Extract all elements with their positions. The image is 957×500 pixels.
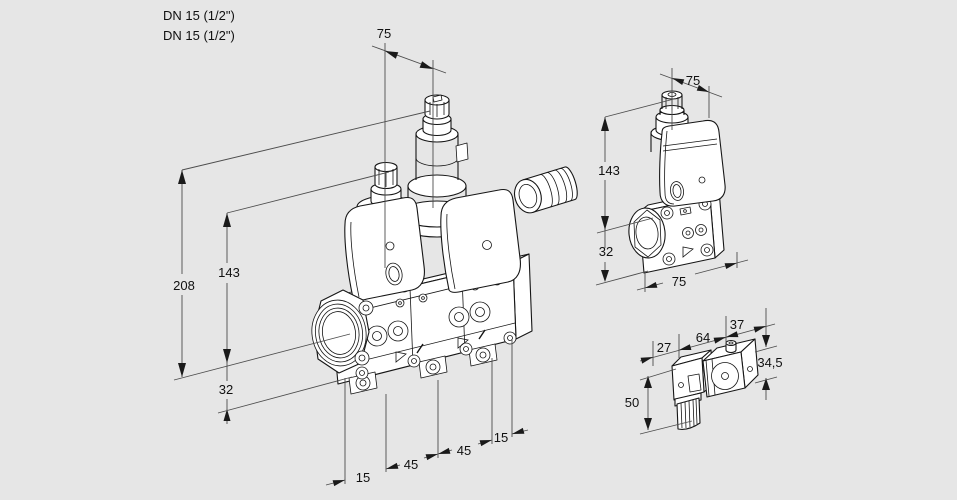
right-actuator-cover xyxy=(440,188,521,293)
side-inlet-flange xyxy=(628,207,666,259)
dim-detail-connector-height: 50 xyxy=(625,395,639,410)
pipe-size-label-1: DN 15 (1/2") xyxy=(163,8,235,23)
detail-view-dimensions xyxy=(639,308,778,435)
dim-detail-connector-width: 27 xyxy=(657,340,671,355)
main-view-dimensions xyxy=(173,43,529,487)
detail-coil-drawing xyxy=(671,338,759,430)
side-view-dimensions xyxy=(595,68,749,292)
inlet-flange xyxy=(311,289,374,374)
dim-main-offset-right: 15 xyxy=(494,430,508,445)
dim-main-upper-height: 143 xyxy=(218,265,240,280)
side-valve-drawing xyxy=(628,90,726,274)
dim-detail-coil-length: 64 xyxy=(696,330,710,345)
dim-side-depth: 75 xyxy=(672,274,686,289)
dim-main-offset-left: 15 xyxy=(356,470,370,485)
dim-side-lower-height: 32 xyxy=(599,244,613,259)
main-valve-drawing xyxy=(311,94,533,395)
pipe-size-label-2: DN 15 (1/2") xyxy=(163,28,235,43)
dim-main-top-width: 75 xyxy=(377,26,391,41)
dim-main-span-2: 45 xyxy=(457,443,471,458)
text-labels: DN 15 (1/2") DN 15 (1/2") 75 208 143 32 … xyxy=(163,8,783,485)
flow-arrow-icon xyxy=(682,246,694,258)
dim-side-upper-height: 143 xyxy=(598,163,620,178)
dim-detail-coil-height: 34,5 xyxy=(757,355,782,370)
dim-main-lower-height: 32 xyxy=(219,382,233,397)
dim-detail-end-width: 37 xyxy=(730,317,744,332)
dim-main-span-1: 45 xyxy=(404,457,418,472)
plug-fitting-drawing xyxy=(513,166,578,214)
flow-arrow-icon xyxy=(395,351,407,363)
side-actuator-cover xyxy=(659,119,726,207)
dim-main-total-height: 208 xyxy=(173,278,195,293)
flow-arrow-icon xyxy=(457,337,469,349)
dim-side-top-width: 75 xyxy=(686,73,700,88)
